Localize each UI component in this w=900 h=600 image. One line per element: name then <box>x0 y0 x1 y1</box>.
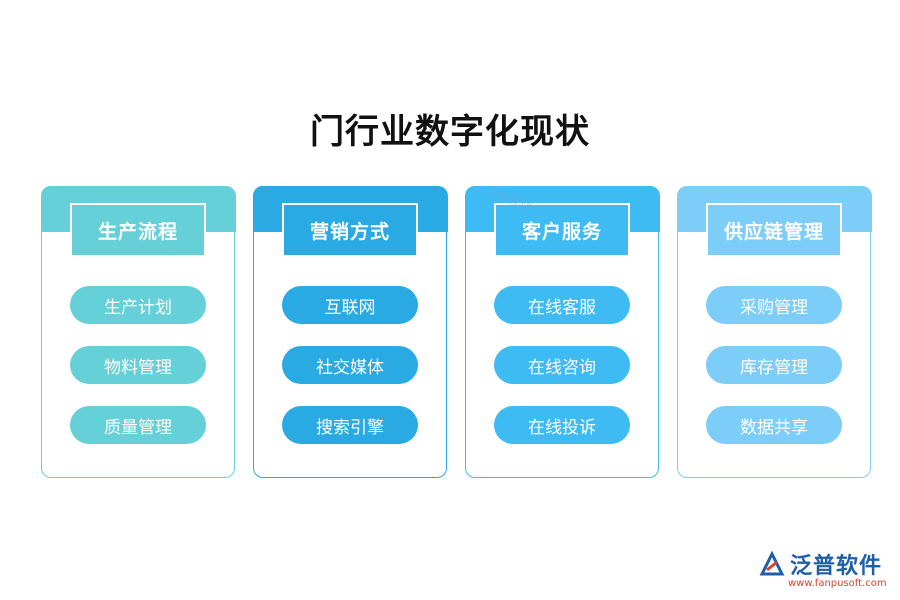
column-card-service: 客户服务 在线客服 在线咨询 在线投诉 <box>464 185 660 478</box>
item-pill: 采购管理 <box>706 286 842 324</box>
logo-name: 泛普软件 <box>790 554 883 579</box>
column-card-marketing: 营销方式 互联网 社交媒体 搜索引擎 <box>252 185 448 478</box>
item-pill: 数据共享 <box>706 406 842 444</box>
column-card-production: 生产流程 生产计划 物料管理 质量管理 <box>40 185 236 478</box>
item-pill: 互联网 <box>282 286 418 324</box>
item-pill: 在线投诉 <box>494 406 630 444</box>
item-pill: 在线咨询 <box>494 346 630 384</box>
column-heading: 客户服务 <box>494 203 630 257</box>
page-title: 门行业数字化现状 <box>310 112 590 152</box>
column-heading: 生产流程 <box>70 203 206 257</box>
brand-logo: 泛普软件 www.fanpusoft.com <box>758 548 888 592</box>
logo-url: www.fanpusoft.com <box>788 578 887 589</box>
item-pill: 物料管理 <box>70 346 206 384</box>
column-heading: 供应链管理 <box>706 203 842 257</box>
item-pill: 在线客服 <box>494 286 630 324</box>
item-pill: 质量管理 <box>70 406 206 444</box>
fanpu-logo-icon <box>759 550 785 576</box>
item-pill: 社交媒体 <box>282 346 418 384</box>
item-pill: 搜索引擎 <box>282 406 418 444</box>
item-pill: 生产计划 <box>70 286 206 324</box>
item-pill: 库存管理 <box>706 346 842 384</box>
column-card-supply-chain: 供应链管理 采购管理 库存管理 数据共享 <box>676 185 872 478</box>
column-heading: 营销方式 <box>282 203 418 257</box>
